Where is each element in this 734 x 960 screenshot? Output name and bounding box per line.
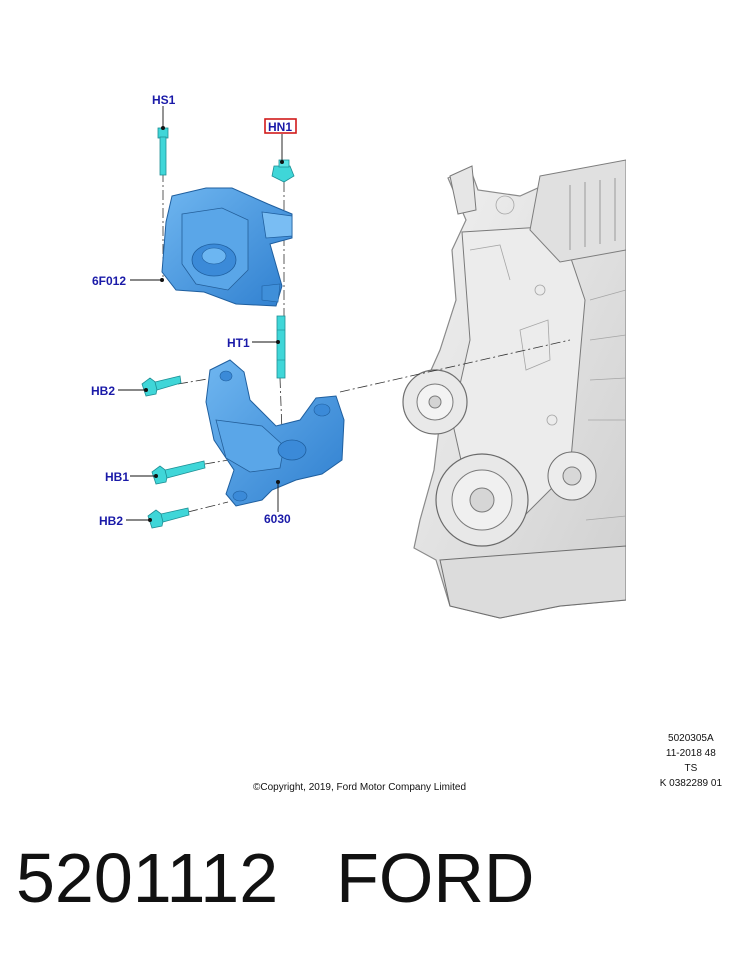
- footer-part-number: 5201112: [16, 839, 279, 917]
- hn1-highlight-box: [264, 118, 297, 134]
- footer-brand: FORD: [336, 839, 535, 917]
- callout-hs1[interactable]: HS1: [152, 93, 176, 107]
- reference-code-1: 5020305A: [668, 733, 714, 744]
- bolt-hb2-top: [141, 375, 182, 397]
- reference-code-4: K 0382289 01: [659, 778, 722, 789]
- callout-ht1[interactable]: HT1: [227, 336, 250, 350]
- callout-hb2-bottom[interactable]: HB2: [99, 514, 123, 528]
- leader-dots: [144, 126, 284, 522]
- bracket-6030: [205, 359, 345, 507]
- nut-hn1: [271, 159, 295, 183]
- bolt-hb1: [151, 460, 206, 485]
- callout-6f012[interactable]: 6F012: [92, 274, 126, 288]
- leader-lines: [118, 106, 283, 521]
- engine-mount-6f012: [161, 187, 293, 307]
- reference-code-3: TS: [684, 763, 698, 774]
- bolt-hs1: [157, 127, 169, 176]
- bolt-hb2-bottom: [147, 507, 190, 529]
- drawing-reference-codes: 5020305A 11-2018 48 TS K 0382289 01: [660, 731, 722, 791]
- copyright-notice: ©Copyright, 2019, Ford Motor Company Lim…: [253, 782, 467, 793]
- assembly-lines: [162, 172, 571, 513]
- callout-hb2-top[interactable]: HB2: [91, 384, 115, 398]
- engine-block-illustration: [402, 159, 626, 619]
- reference-code-2: 11-2018 48: [665, 748, 716, 759]
- callout-hn1[interactable]: HN1: [268, 120, 292, 134]
- callout-hb1[interactable]: HB1: [105, 470, 129, 484]
- footer-caption: 5201112 FORD: [16, 838, 534, 918]
- callout-6030[interactable]: 6030: [264, 512, 291, 526]
- stud-ht1: [276, 315, 286, 379]
